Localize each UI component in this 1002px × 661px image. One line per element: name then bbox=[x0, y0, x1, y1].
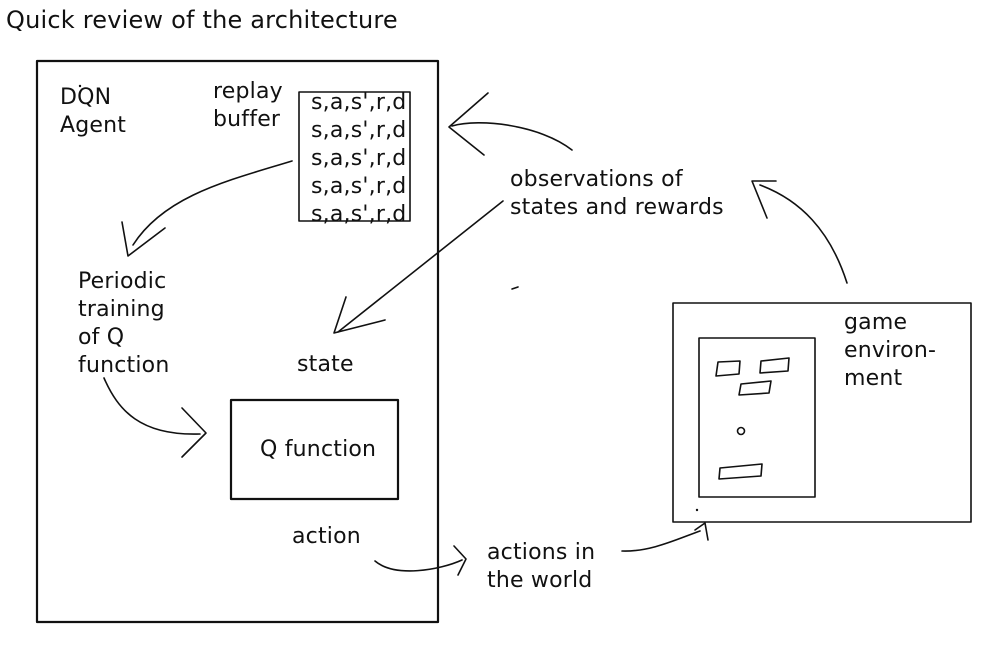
arrowhead bbox=[453, 545, 467, 576]
stray-mark bbox=[511, 286, 519, 290]
arrow-action-to-world bbox=[374, 559, 463, 572]
replay-buffer-row: s,a,s',r,d bbox=[311, 202, 407, 227]
arrow-buffer-to-training bbox=[132, 160, 293, 246]
state-label: state bbox=[297, 352, 354, 377]
arrowhead bbox=[448, 92, 489, 156]
brick-sketch bbox=[759, 357, 790, 374]
ball-sketch bbox=[736, 426, 746, 436]
environment-label-line2: environ- bbox=[844, 338, 937, 363]
agent-label-line1: DQN bbox=[60, 85, 112, 110]
game-screen-box bbox=[698, 337, 816, 498]
agent-label-line2: Agent bbox=[60, 113, 127, 138]
agent-frame bbox=[35, 59, 440, 624]
environment-box bbox=[672, 302, 972, 523]
arrow-training-to-q bbox=[103, 377, 201, 435]
page-title: Quick review of the architecture bbox=[6, 6, 398, 34]
arrow-observations-to-state bbox=[337, 200, 504, 333]
arrowhead bbox=[181, 407, 207, 458]
environment-label-line1: game bbox=[844, 310, 908, 335]
replay-buffer-box bbox=[298, 91, 411, 222]
observations-label-line1: observations of bbox=[510, 167, 683, 192]
replay-buffer-row: s,a,s',r,d bbox=[311, 146, 407, 171]
brick-sketch bbox=[738, 380, 772, 396]
training-label-line: of Q bbox=[78, 325, 125, 350]
training-label-line: Periodic bbox=[78, 269, 167, 294]
arrowhead bbox=[121, 221, 166, 257]
actions-world-label-line2: the world bbox=[487, 568, 593, 593]
replay-buffer-label-line1: replay bbox=[213, 79, 283, 104]
replay-buffer-row: s,a,s',r,d bbox=[311, 174, 407, 199]
actions-world-label-line1: actions in bbox=[487, 540, 596, 565]
dot-mark bbox=[78, 84, 82, 88]
q-function-label: Q function bbox=[260, 437, 377, 462]
training-label-line: training bbox=[78, 297, 165, 322]
q-function-box bbox=[229, 398, 400, 501]
observations-label-line2: states and rewards bbox=[510, 195, 724, 220]
replay-buffer-row: s,a,s',r,d bbox=[311, 90, 407, 115]
action-label: action bbox=[292, 524, 361, 549]
environment-label-line3: ment bbox=[844, 366, 903, 391]
arrowhead bbox=[333, 296, 386, 334]
arrowhead bbox=[694, 522, 709, 541]
brick-sketch bbox=[715, 360, 741, 377]
replay-buffer-row: s,a,s',r,d bbox=[311, 118, 407, 143]
arrow-world-to-environment bbox=[621, 530, 701, 552]
dot-mark bbox=[695, 508, 699, 512]
arrow-observations-to-buffer bbox=[451, 122, 573, 151]
replay-buffer-label-line2: buffer bbox=[213, 107, 281, 132]
paddle-sketch bbox=[718, 463, 763, 480]
training-label-line: function bbox=[78, 353, 170, 378]
arrow-environment-to-observations bbox=[759, 184, 848, 284]
arrowhead bbox=[751, 180, 777, 219]
